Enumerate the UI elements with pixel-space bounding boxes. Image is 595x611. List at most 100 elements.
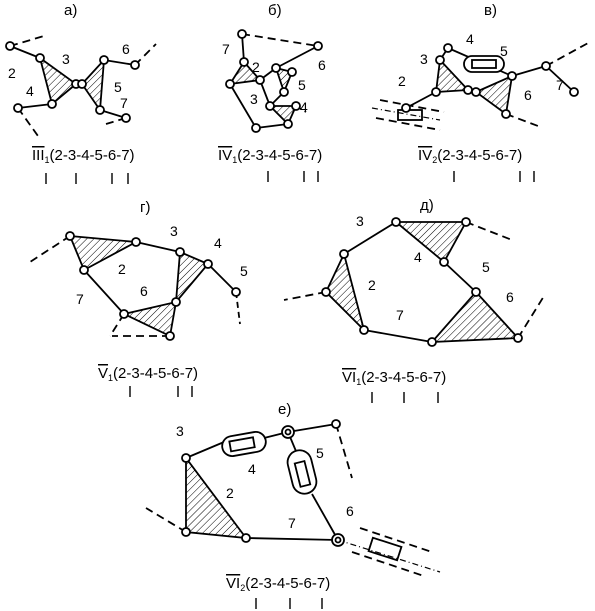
link-label: 5 bbox=[240, 263, 248, 279]
link-label: 5 bbox=[298, 77, 306, 93]
link-label: 6 bbox=[318, 57, 326, 73]
link-label: 3 bbox=[170, 223, 178, 239]
link-label: 6 bbox=[140, 283, 148, 299]
link-label: 3 bbox=[250, 91, 258, 107]
link-label: 7 bbox=[396, 307, 404, 323]
panel-g-caption: V1(2-3-4-5-6-7) bbox=[98, 365, 198, 383]
joint bbox=[241, 533, 251, 543]
link-6-triangle bbox=[121, 300, 178, 338]
panel-e-caption: VI2(2-3-4-5-6-7) bbox=[226, 575, 330, 593]
joint bbox=[130, 60, 140, 70]
panel-a-caption: III1(2-3-4-5-6-7) bbox=[32, 147, 135, 165]
joint bbox=[131, 237, 141, 247]
link-label: 4 bbox=[466, 31, 474, 47]
link-label: 7 bbox=[556, 77, 564, 93]
joint bbox=[171, 297, 181, 307]
joint bbox=[501, 109, 511, 119]
joint bbox=[471, 287, 481, 297]
panel-b-section-label: б) bbox=[268, 2, 282, 19]
panel-g-ticks bbox=[129, 386, 193, 397]
link-label: 4 bbox=[26, 83, 34, 99]
panel-v-ticks bbox=[453, 171, 535, 182]
panel-e: е) 3 4 5 2 6 bbox=[145, 401, 441, 609]
link-label: 6 bbox=[346, 503, 354, 519]
link-label: 4 bbox=[214, 235, 222, 251]
joint bbox=[471, 87, 481, 97]
link-2-triangle bbox=[185, 455, 248, 540]
joint bbox=[439, 257, 449, 267]
panel-d-caption: VI1(2-3-4-5-6-7) bbox=[342, 369, 446, 387]
slider-4-inner bbox=[228, 436, 256, 453]
link-label: 2 bbox=[368, 277, 376, 293]
joint bbox=[239, 57, 249, 67]
slider-2-block bbox=[397, 109, 423, 121]
link-label: 7 bbox=[120, 95, 128, 111]
link-label: 5 bbox=[316, 445, 324, 461]
link-label: 3 bbox=[420, 51, 428, 67]
joint bbox=[283, 119, 293, 129]
panel-b-ticks bbox=[267, 171, 319, 182]
joint bbox=[265, 101, 275, 111]
panel-g: г) 3 4 2 5 7 6 V1(2-3-4-5-6 bbox=[29, 199, 248, 397]
link-label: 4 bbox=[414, 249, 422, 265]
joint bbox=[165, 331, 175, 341]
link-label: 3 bbox=[62, 51, 70, 67]
joint bbox=[271, 63, 281, 73]
joint bbox=[321, 287, 331, 297]
joint bbox=[443, 43, 453, 53]
link-label: 2 bbox=[118, 261, 126, 277]
link-2-triangle bbox=[68, 234, 140, 272]
joint bbox=[203, 259, 213, 269]
joint bbox=[541, 61, 551, 71]
link-2-triangle bbox=[324, 251, 366, 333]
joint bbox=[35, 53, 45, 63]
joint bbox=[427, 337, 437, 347]
link-6-triangle bbox=[429, 290, 520, 343]
joint bbox=[225, 79, 235, 89]
joint bbox=[47, 99, 57, 109]
joint bbox=[287, 67, 297, 77]
joint bbox=[431, 87, 441, 97]
link-label: 7 bbox=[288, 515, 296, 531]
panel-d-section-label: д) bbox=[420, 197, 434, 214]
link-2-triangle bbox=[228, 60, 262, 86]
slider-5-inner bbox=[293, 459, 312, 488]
joint bbox=[79, 265, 89, 275]
joint bbox=[279, 87, 289, 97]
joint bbox=[513, 333, 523, 343]
joint bbox=[291, 101, 301, 111]
link-label: 6 bbox=[506, 289, 514, 305]
link-3-triangle bbox=[434, 57, 470, 93]
joint bbox=[99, 55, 109, 65]
link-label: 3 bbox=[356, 213, 364, 229]
joint bbox=[313, 41, 323, 51]
panel-a-ticks bbox=[45, 173, 129, 184]
link-label: 2 bbox=[398, 73, 406, 89]
link-label: 7 bbox=[222, 41, 230, 57]
joint bbox=[181, 453, 191, 463]
link-label: 3 bbox=[176, 423, 184, 439]
joint bbox=[251, 123, 261, 133]
joint bbox=[77, 79, 87, 89]
panel-e-section-label: е) bbox=[278, 401, 291, 418]
joint bbox=[121, 113, 131, 123]
panel-d: д) 3 4 5 2 6 7 VI1(2-3-4-5-6-7) bbox=[283, 197, 545, 403]
panel-v-section-label: в) bbox=[484, 2, 497, 19]
joint bbox=[181, 527, 191, 537]
joint bbox=[237, 29, 247, 39]
joint bbox=[65, 231, 75, 241]
link-label: 5 bbox=[500, 43, 508, 59]
link-label: 7 bbox=[76, 291, 84, 307]
joint bbox=[507, 71, 517, 81]
joint bbox=[13, 103, 23, 113]
link-label: 6 bbox=[524, 87, 532, 103]
slider-5-inner bbox=[471, 59, 497, 69]
link-label: 5 bbox=[482, 259, 490, 275]
link-label: 5 bbox=[114, 79, 122, 95]
panel-b: б) 7 2 6 3 bbox=[218, 2, 326, 182]
panel-a-section-label: а) bbox=[64, 2, 77, 19]
link-label: 6 bbox=[122, 41, 130, 57]
joint bbox=[463, 85, 473, 95]
joint bbox=[339, 249, 349, 259]
